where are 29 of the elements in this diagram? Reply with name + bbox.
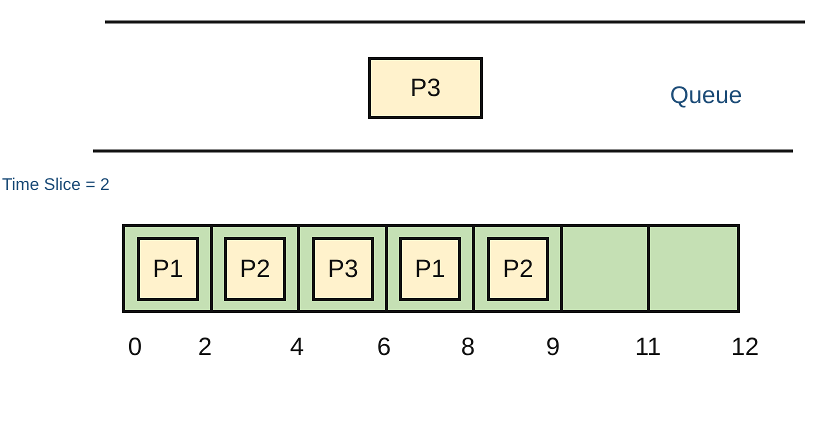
- timeline-cell: [210, 224, 300, 313]
- process-box: [399, 237, 461, 301]
- timeline-cell: [385, 224, 475, 313]
- process-label: P3: [410, 74, 441, 102]
- process-box: [487, 237, 549, 301]
- process-box: [312, 237, 374, 301]
- timeline-cell: [647, 224, 740, 313]
- queue-label: Queue: [670, 82, 742, 110]
- process-label: P1: [152, 254, 184, 284]
- process-box: [224, 237, 286, 301]
- tick-label: 6: [376, 333, 392, 362]
- process-box: [137, 237, 199, 301]
- tick-label: 2: [197, 333, 213, 362]
- timeline-cell: [560, 224, 650, 313]
- time-slice-label: Time Slice = 2: [2, 175, 110, 195]
- process-label: P2: [502, 254, 534, 284]
- tick-label: 11: [634, 333, 662, 362]
- process-label: P1: [414, 254, 446, 284]
- timeline-cell: [297, 224, 388, 313]
- process-label: P3: [328, 254, 358, 284]
- tick-label: 12: [730, 333, 760, 362]
- process-box: [368, 57, 483, 119]
- timeline-cell: [122, 224, 213, 313]
- tick-label: 9: [545, 333, 561, 362]
- tick-label: 8: [460, 333, 476, 362]
- timeline-cell: [472, 224, 563, 313]
- tick-label: 4: [289, 333, 305, 362]
- tick-label: 0: [127, 333, 143, 362]
- process-label: P2: [240, 254, 270, 284]
